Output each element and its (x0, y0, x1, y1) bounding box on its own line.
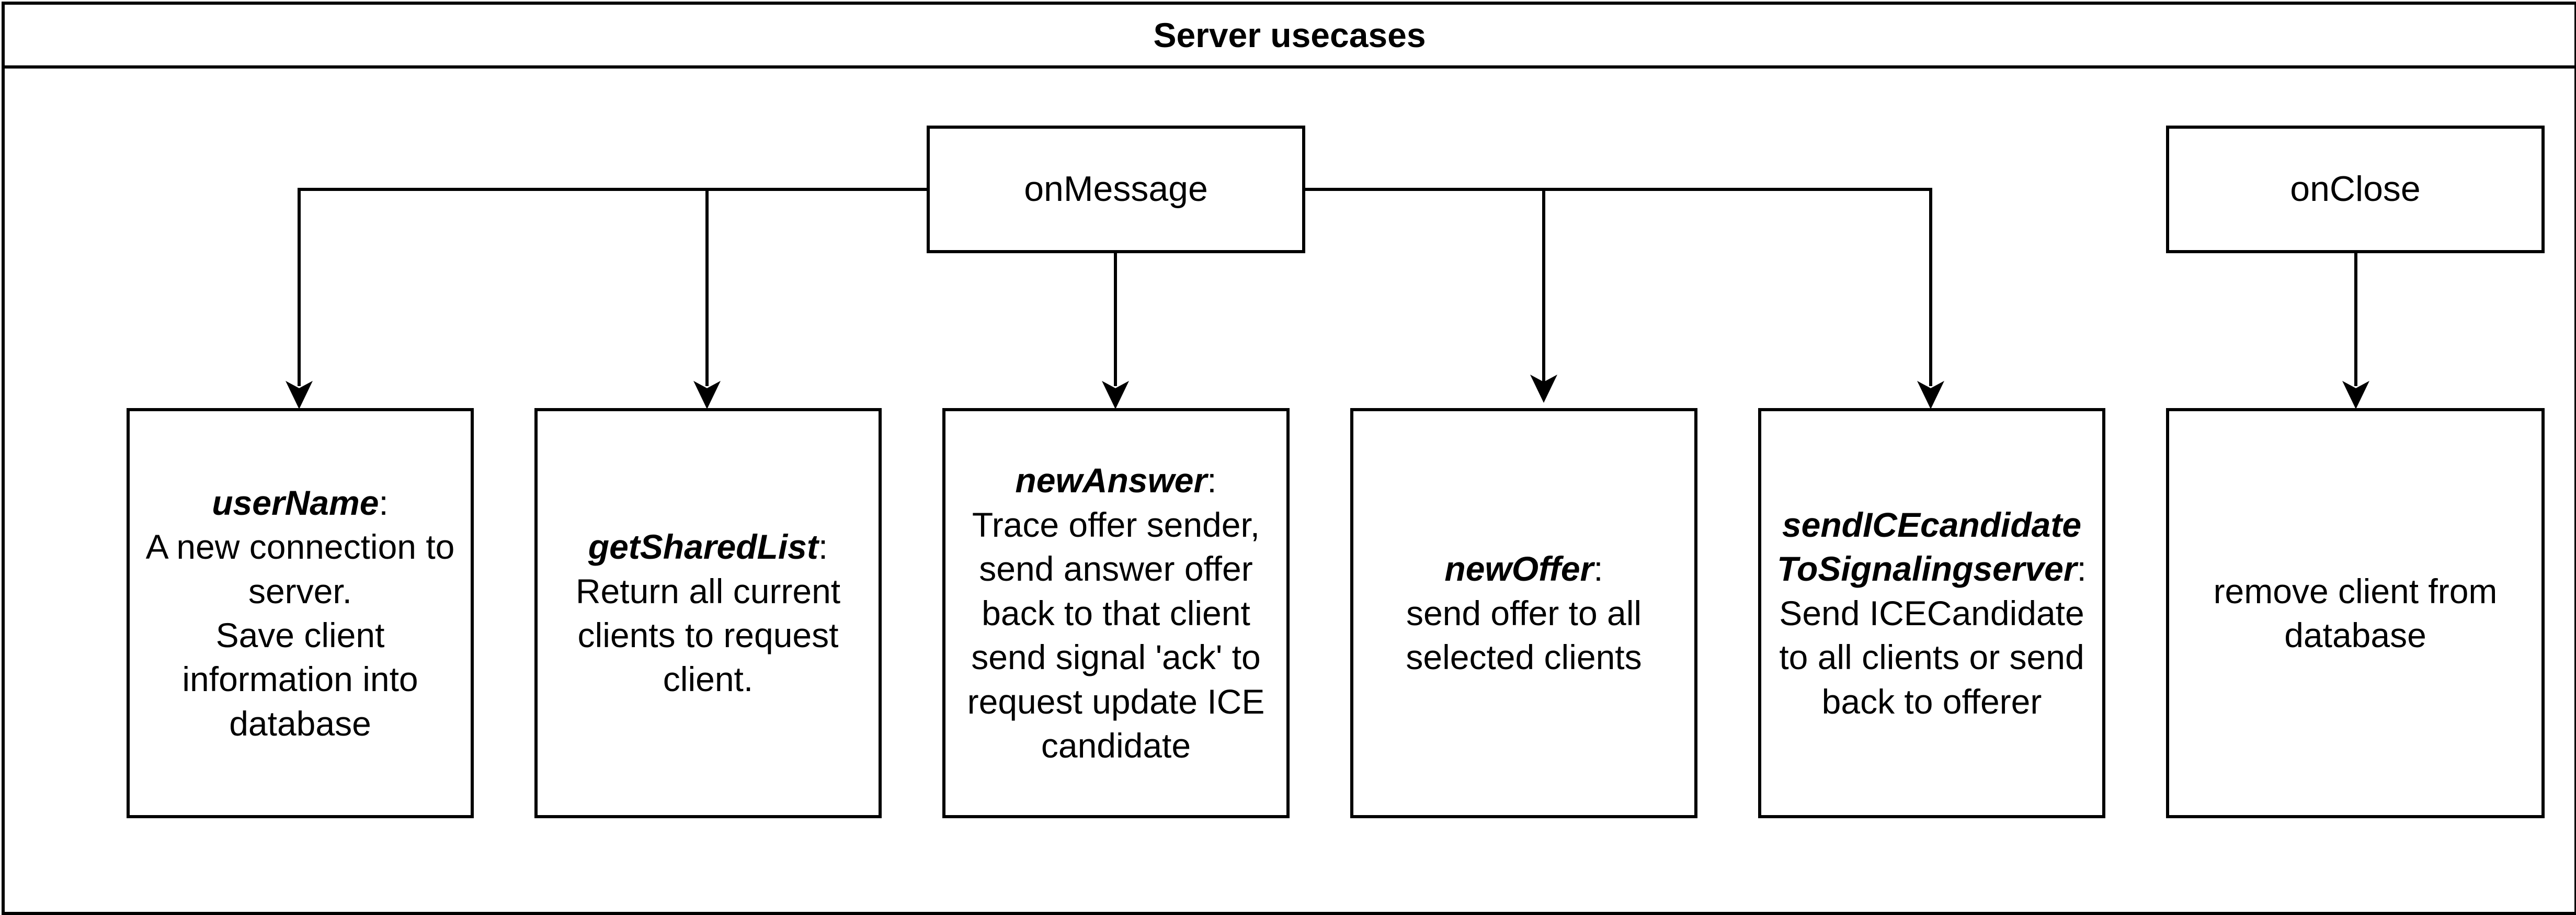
usecase-line: candidate (1041, 726, 1191, 765)
usecase-line: database (2284, 616, 2426, 654)
arrow-remove (2342, 381, 2369, 409)
usecase-line: request update ICE (967, 682, 1265, 721)
arrow-newanswer (1102, 381, 1129, 409)
usecase-removeclient-box: remove client from database (2166, 408, 2545, 818)
usecase-sendicecandidate-box: sendICEcandidate ToSignalingserver: Send… (1758, 408, 2105, 818)
usecase-name: getSharedList (588, 527, 818, 567)
usecase-line: client. (663, 660, 754, 699)
usecase-line: Trace offer sender, (972, 505, 1260, 544)
usecase-newoffer-box: newOffer: send offer to all selected cli… (1350, 408, 1697, 818)
edge-onmessage-newoffer (1304, 188, 1932, 386)
arrow-sendice (1917, 381, 1944, 409)
edge-onmessage-username (298, 188, 927, 386)
usecase-line: Return all current (575, 571, 841, 611)
arrow-getsharedlist (693, 381, 721, 409)
usecase-line: database (229, 704, 371, 743)
usecase-name: newOffer (1444, 549, 1594, 589)
usecase-line: Save client (215, 616, 385, 654)
usecase-line: A new connection to (145, 527, 455, 567)
onclose-label: onClose (2290, 169, 2421, 209)
usecase-name: newAnswer (1015, 461, 1207, 500)
usecase-line: send signal 'ack' to (971, 638, 1261, 677)
onmessage-box: onMessage (927, 126, 1305, 253)
onmessage-label: onMessage (1024, 169, 1208, 209)
onclose-box: onClose (2166, 126, 2545, 253)
usecase-line: back to that client (982, 593, 1250, 632)
usecase-newanswer-box: newAnswer: Trace offer sender, send answ… (942, 408, 1290, 818)
arrow-username (286, 381, 313, 409)
usecase-name: ToSignalingserver (1777, 549, 2077, 589)
usecase-line: server. (248, 571, 352, 611)
usecase-line: remove client from (2213, 571, 2498, 611)
usecase-name: sendICEcandidate (1782, 505, 2082, 544)
usecase-line: back to offerer (1821, 682, 2042, 721)
usecase-line: clients to request (577, 616, 839, 654)
diagram-title: Server usecases (5, 5, 2574, 69)
usecase-line: selected clients (1406, 638, 1642, 677)
usecase-line: information into (182, 660, 418, 699)
usecase-line: send offer to all (1406, 593, 1642, 632)
usecase-line: to all clients or send (1779, 638, 2084, 677)
usecase-getsharedlist-box: getSharedList: Return all current client… (534, 408, 882, 818)
usecase-line: Send ICECandidate (1779, 593, 2084, 632)
usecase-line: send answer offer (979, 549, 1253, 589)
usecase-username-box: userName: A new connection to server. Sa… (127, 408, 474, 818)
arrow-newoffer (1530, 375, 1557, 403)
usecase-name: userName (212, 483, 379, 522)
